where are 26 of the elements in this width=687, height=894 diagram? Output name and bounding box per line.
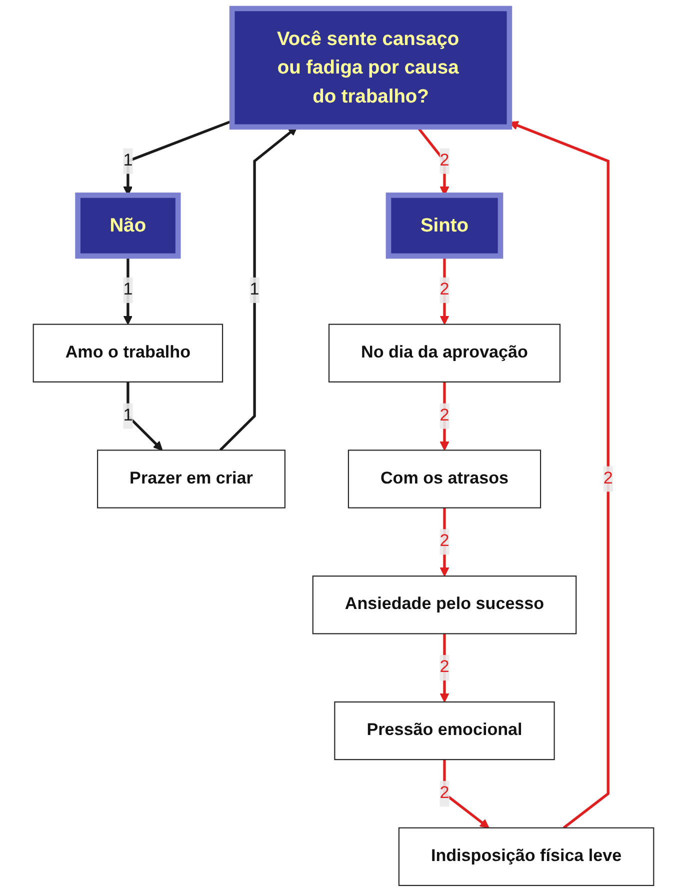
node-box: Não: [75, 192, 181, 259]
edge-label: 2: [440, 532, 450, 550]
edge-label: 2: [440, 784, 450, 802]
edge-label: 1: [123, 280, 133, 299]
node-box: Você sente cansaço ou fadiga por causa do trabalho?: [229, 6, 512, 130]
node-box: Ansiedade pelo sucesso: [312, 576, 577, 634]
edge-label: 1: [123, 406, 133, 425]
arrow: [509, 121, 610, 829]
arrow: [219, 126, 298, 452]
node-box: Com os atrasos: [348, 450, 542, 508]
node-box: Sinto: [386, 192, 504, 259]
edge-label: 2: [603, 469, 613, 488]
node-box: Prazer em criar: [97, 450, 286, 508]
node-box: No dia da aprovação: [328, 324, 560, 382]
edge-label: 2: [440, 151, 450, 170]
arrow: [440, 508, 450, 577]
arrow: [440, 634, 450, 702]
edge-label: 1: [123, 151, 133, 170]
node-box: Pressão emocional: [334, 701, 555, 760]
edge-label: 1: [250, 280, 260, 299]
edge-label: 2: [440, 658, 450, 676]
node-box: Amo o trabalho: [32, 324, 224, 382]
edge-label: 2: [440, 280, 450, 299]
edge-label: 2: [440, 406, 450, 425]
node-box: Indisposição física leve: [398, 827, 654, 886]
arrow: [440, 382, 450, 451]
